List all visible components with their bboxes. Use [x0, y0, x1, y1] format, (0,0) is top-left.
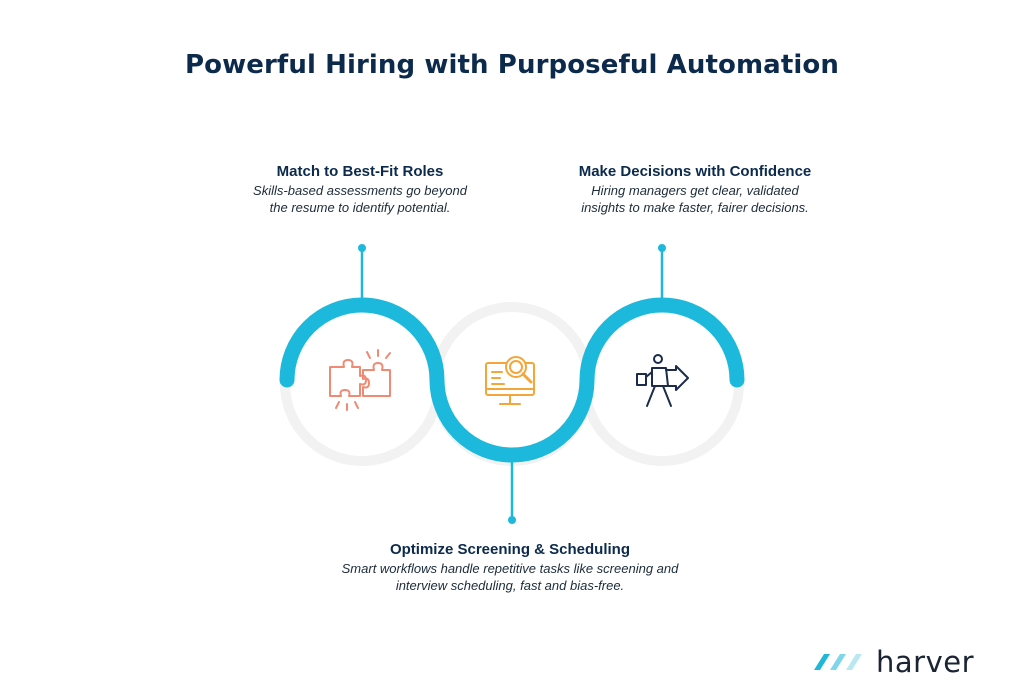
wave-path	[279, 297, 745, 463]
logo-text: harver	[876, 645, 975, 679]
step-description: Smart workflows handle repetitive tasks …	[300, 560, 720, 594]
monitor-magnifier-icon	[485, 356, 535, 405]
step-heading: Match to Best-Fit Roles	[276, 163, 444, 180]
step-make-decisions: Make Decisions with Confidence Hiring ma…	[530, 162, 860, 216]
step-optimize-screening: Optimize Screening & Scheduling Smart wo…	[300, 540, 720, 594]
step-description: Hiring managers get clear, validated ins…	[530, 182, 860, 216]
step-description: Skills-based assessments go beyond the r…	[210, 182, 510, 216]
step-description-line: insights to make faster, fairer decision…	[581, 200, 809, 215]
connector-dot-left	[358, 244, 366, 252]
step-match-best-fit: Match to Best-Fit Roles Skills-based ass…	[210, 162, 510, 216]
connector-dot-right	[658, 244, 666, 252]
step-heading: Optimize Screening & Scheduling	[389, 541, 631, 558]
step-description-line: Hiring managers get clear, validated	[591, 183, 799, 198]
step-description-line: interview scheduling, fast and bias-free…	[395, 578, 625, 593]
connector-dot-bottom	[508, 516, 516, 524]
step-description-line: the resume to identify potential.	[269, 200, 451, 215]
walking-businessman-arrow-icon	[636, 354, 689, 407]
connectors	[358, 244, 666, 524]
puzzle-icon	[329, 349, 391, 411]
step-description-line: Smart workflows handle repetitive tasks …	[341, 561, 679, 576]
harver-logo[interactable]: harver	[812, 642, 974, 682]
harver-logo-icon	[814, 654, 862, 670]
step-heading: Make Decisions with Confidence	[578, 163, 812, 180]
page-title: Powerful Hiring with Purposeful Automati…	[185, 50, 839, 80]
background-rings	[280, 302, 744, 466]
step-description-line: Skills-based assessments go beyond	[253, 183, 467, 198]
